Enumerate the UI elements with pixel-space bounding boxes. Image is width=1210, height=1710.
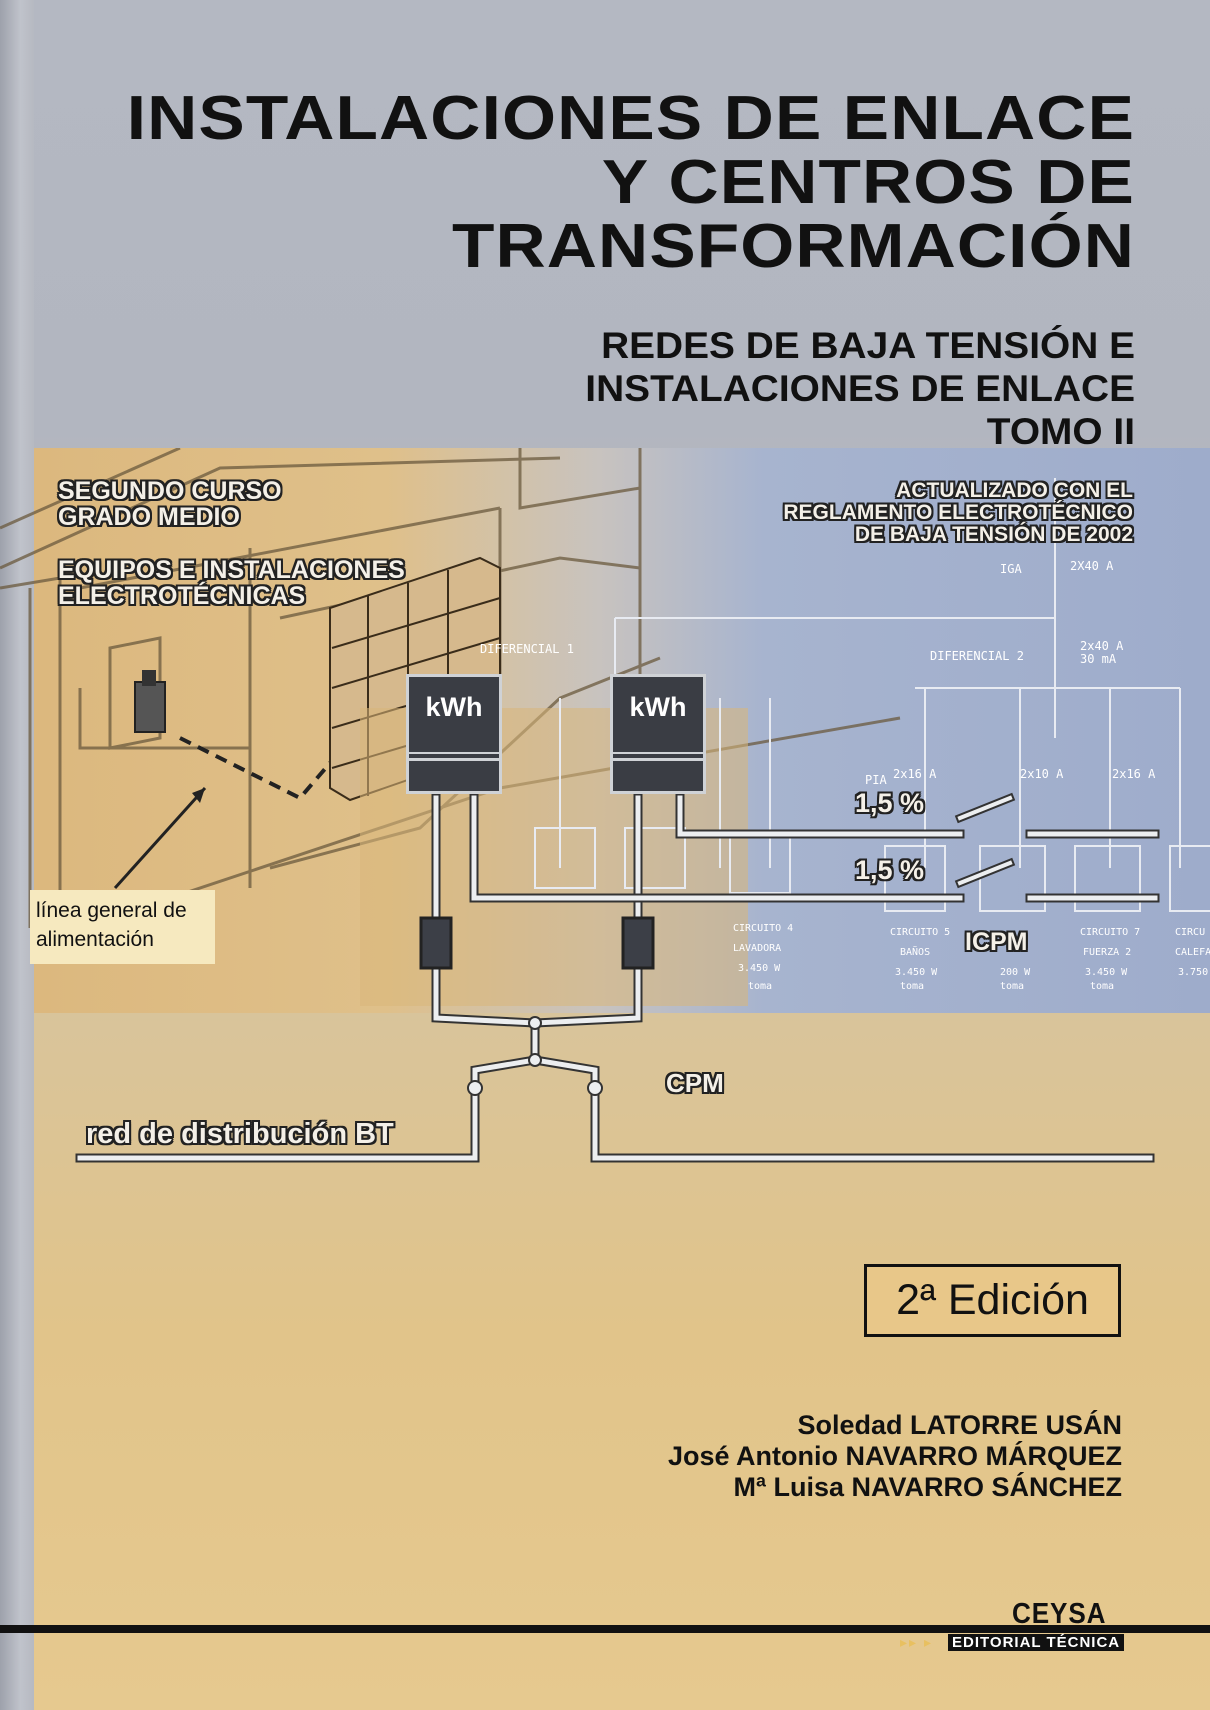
course-line-1: SEGUNDO CURSO <box>58 477 282 505</box>
label-iga: IGA <box>1000 562 1022 576</box>
label-circuit-8-use: CALEFA <box>1175 947 1210 958</box>
subtitle-line-2: INSTALACIONES DE ENLACE <box>585 368 1135 409</box>
label-circuit-7: CIRCUITO 7 <box>1080 927 1140 938</box>
course-line-4: ELECTROTÉCNICAS <box>58 582 306 610</box>
course-line-3: EQUIPOS E INSTALACIONES <box>58 556 405 584</box>
supply-line-callout: línea general de alimentación <box>30 890 215 964</box>
label-circuit-7-toma: toma <box>1090 981 1114 992</box>
publisher-tagline: EDITORIAL TÉCNICA <box>948 1634 1125 1651</box>
update-line-2: REGLAMENTO ELECTROTÉCNICO <box>783 501 1133 524</box>
label-circuit-4: CIRCUITO 4 <box>733 923 793 934</box>
label-diferencial-2: DIFERENCIAL 2 <box>930 649 1024 663</box>
label-pia: PIA <box>865 773 887 787</box>
course-line-2: GRADO MEDIO <box>58 503 240 531</box>
spine-edge <box>0 0 34 1710</box>
author-3: Mª Luisa NAVARRO SÁNCHEZ <box>733 1472 1122 1502</box>
label-circuit-8: CIRCU <box>1175 927 1205 938</box>
percent-label-1: 1,5 % <box>855 788 925 818</box>
subtitle-line-1: REDES DE BAJA TENSIÓN E <box>601 325 1135 366</box>
course-level: SEGUNDO CURSO GRADO MEDIO <box>58 478 282 530</box>
title-line-1: INSTALACIONES DE ENLACE <box>126 84 1136 153</box>
label-circuit-7-power: 3.450 W <box>1085 967 1128 978</box>
icpm-label: ICPM <box>965 928 1028 956</box>
supply-line-text-2: alimentación <box>36 928 154 951</box>
update-line-3: DE BAJA TENSIÓN DE 2002 <box>854 523 1133 546</box>
cpm-label: CPM <box>666 1068 724 1098</box>
label-iga-rating: 2X40 A <box>1070 559 1114 573</box>
author-1: Soledad LATORRE USÁN <box>797 1410 1122 1440</box>
publisher-logo: CEYSA <box>1012 1598 1107 1630</box>
title-line-3: TRANSFORMACIÓN <box>451 212 1135 281</box>
label-circuit-5: CIRCUITO 5 <box>890 927 950 938</box>
label-circuit-5-use: BAÑOS <box>900 945 930 958</box>
percent-label-2: 1,5 % <box>855 855 925 885</box>
meter-1-label: kWh <box>409 677 499 754</box>
meter-2-label: kWh <box>613 677 703 754</box>
label-circuit-4-toma: toma <box>748 981 772 992</box>
label-circuit-6-power: 200 W <box>1000 967 1031 978</box>
meter-2-base <box>613 758 703 791</box>
energy-meter-1: kWh <box>406 674 502 794</box>
label-circuit-6-toma: toma <box>1000 981 1024 992</box>
label-pia-rating-2: 2x10 A <box>1020 767 1064 781</box>
author-2: José Antonio NAVARRO MÁRQUEZ <box>668 1441 1122 1471</box>
course-program: EQUIPOS E INSTALACIONES ELECTROTÉCNICAS <box>58 557 405 609</box>
label-circuit-7-use: FUERZA 2 <box>1083 947 1131 958</box>
label-circuit-4-use: LAVADORA <box>733 943 781 954</box>
regulation-update-note: ACTUALIZADO CON EL REGLAMENTO ELECTROTÉC… <box>600 480 1133 546</box>
label-pia-rating-1: 2x16 A <box>893 767 937 781</box>
label-circuit-5-power: 3.450 W <box>895 967 938 978</box>
update-line-1: ACTUALIZADO CON EL <box>896 479 1133 502</box>
label-pia-rating-3: 2x16 A <box>1112 767 1156 781</box>
subtitle-line-3: TOMO II <box>986 411 1135 452</box>
label-dif2-rating: 2x40 A <box>1080 639 1124 653</box>
label-circuit-5-toma: toma <box>900 981 924 992</box>
energy-meter-2: kWh <box>610 674 706 794</box>
meter-1-base <box>409 758 499 791</box>
distribution-network-label: red de distribución BT <box>86 1118 394 1150</box>
title-line-2: Y CENTROS DE <box>601 148 1135 217</box>
label-circuit-8-power: 3.750 <box>1178 967 1208 978</box>
label-dif2-sens: 30 mA <box>1080 652 1117 666</box>
label-diferencial-1: DIFERENCIAL 1 <box>480 642 574 656</box>
label-circuit-4-power: 3.450 W <box>738 963 781 974</box>
edition-badge: 2ª Edición <box>864 1264 1121 1337</box>
arrow-icon: ▸▸ ▸ <box>900 1634 933 1650</box>
bottom-rule <box>0 1625 1210 1633</box>
supply-line-text-1: línea general de <box>36 899 187 922</box>
